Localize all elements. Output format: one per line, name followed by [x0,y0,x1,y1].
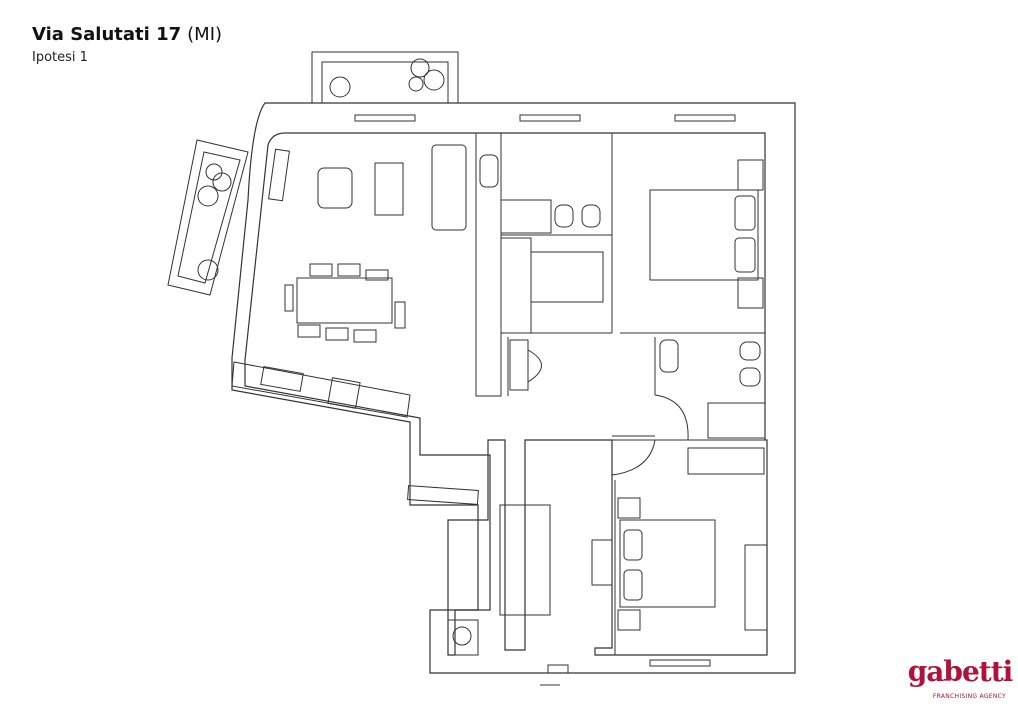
bedroom-1 [650,160,763,308]
page-title: Via Salutati 17 (MI) [32,24,222,46]
balcony-left [168,140,248,295]
bedroom-2 [592,440,767,630]
title-address: Via Salutati 17 [32,24,182,45]
logo-word: gabetti [907,655,1014,688]
balcony-top [312,52,458,103]
page-subtitle: Ipotesi 1 [32,50,88,65]
walk-in-closet [408,238,603,615]
bathroom-1 [480,155,600,390]
living-furniture [232,145,466,417]
outer-walls [232,103,795,673]
bathroom-2 [655,340,765,440]
title-city: (MI) [187,24,223,45]
entrance [448,620,560,685]
windows [355,115,735,673]
logo-tagline: FRANCHISING AGENCY [932,693,1006,700]
